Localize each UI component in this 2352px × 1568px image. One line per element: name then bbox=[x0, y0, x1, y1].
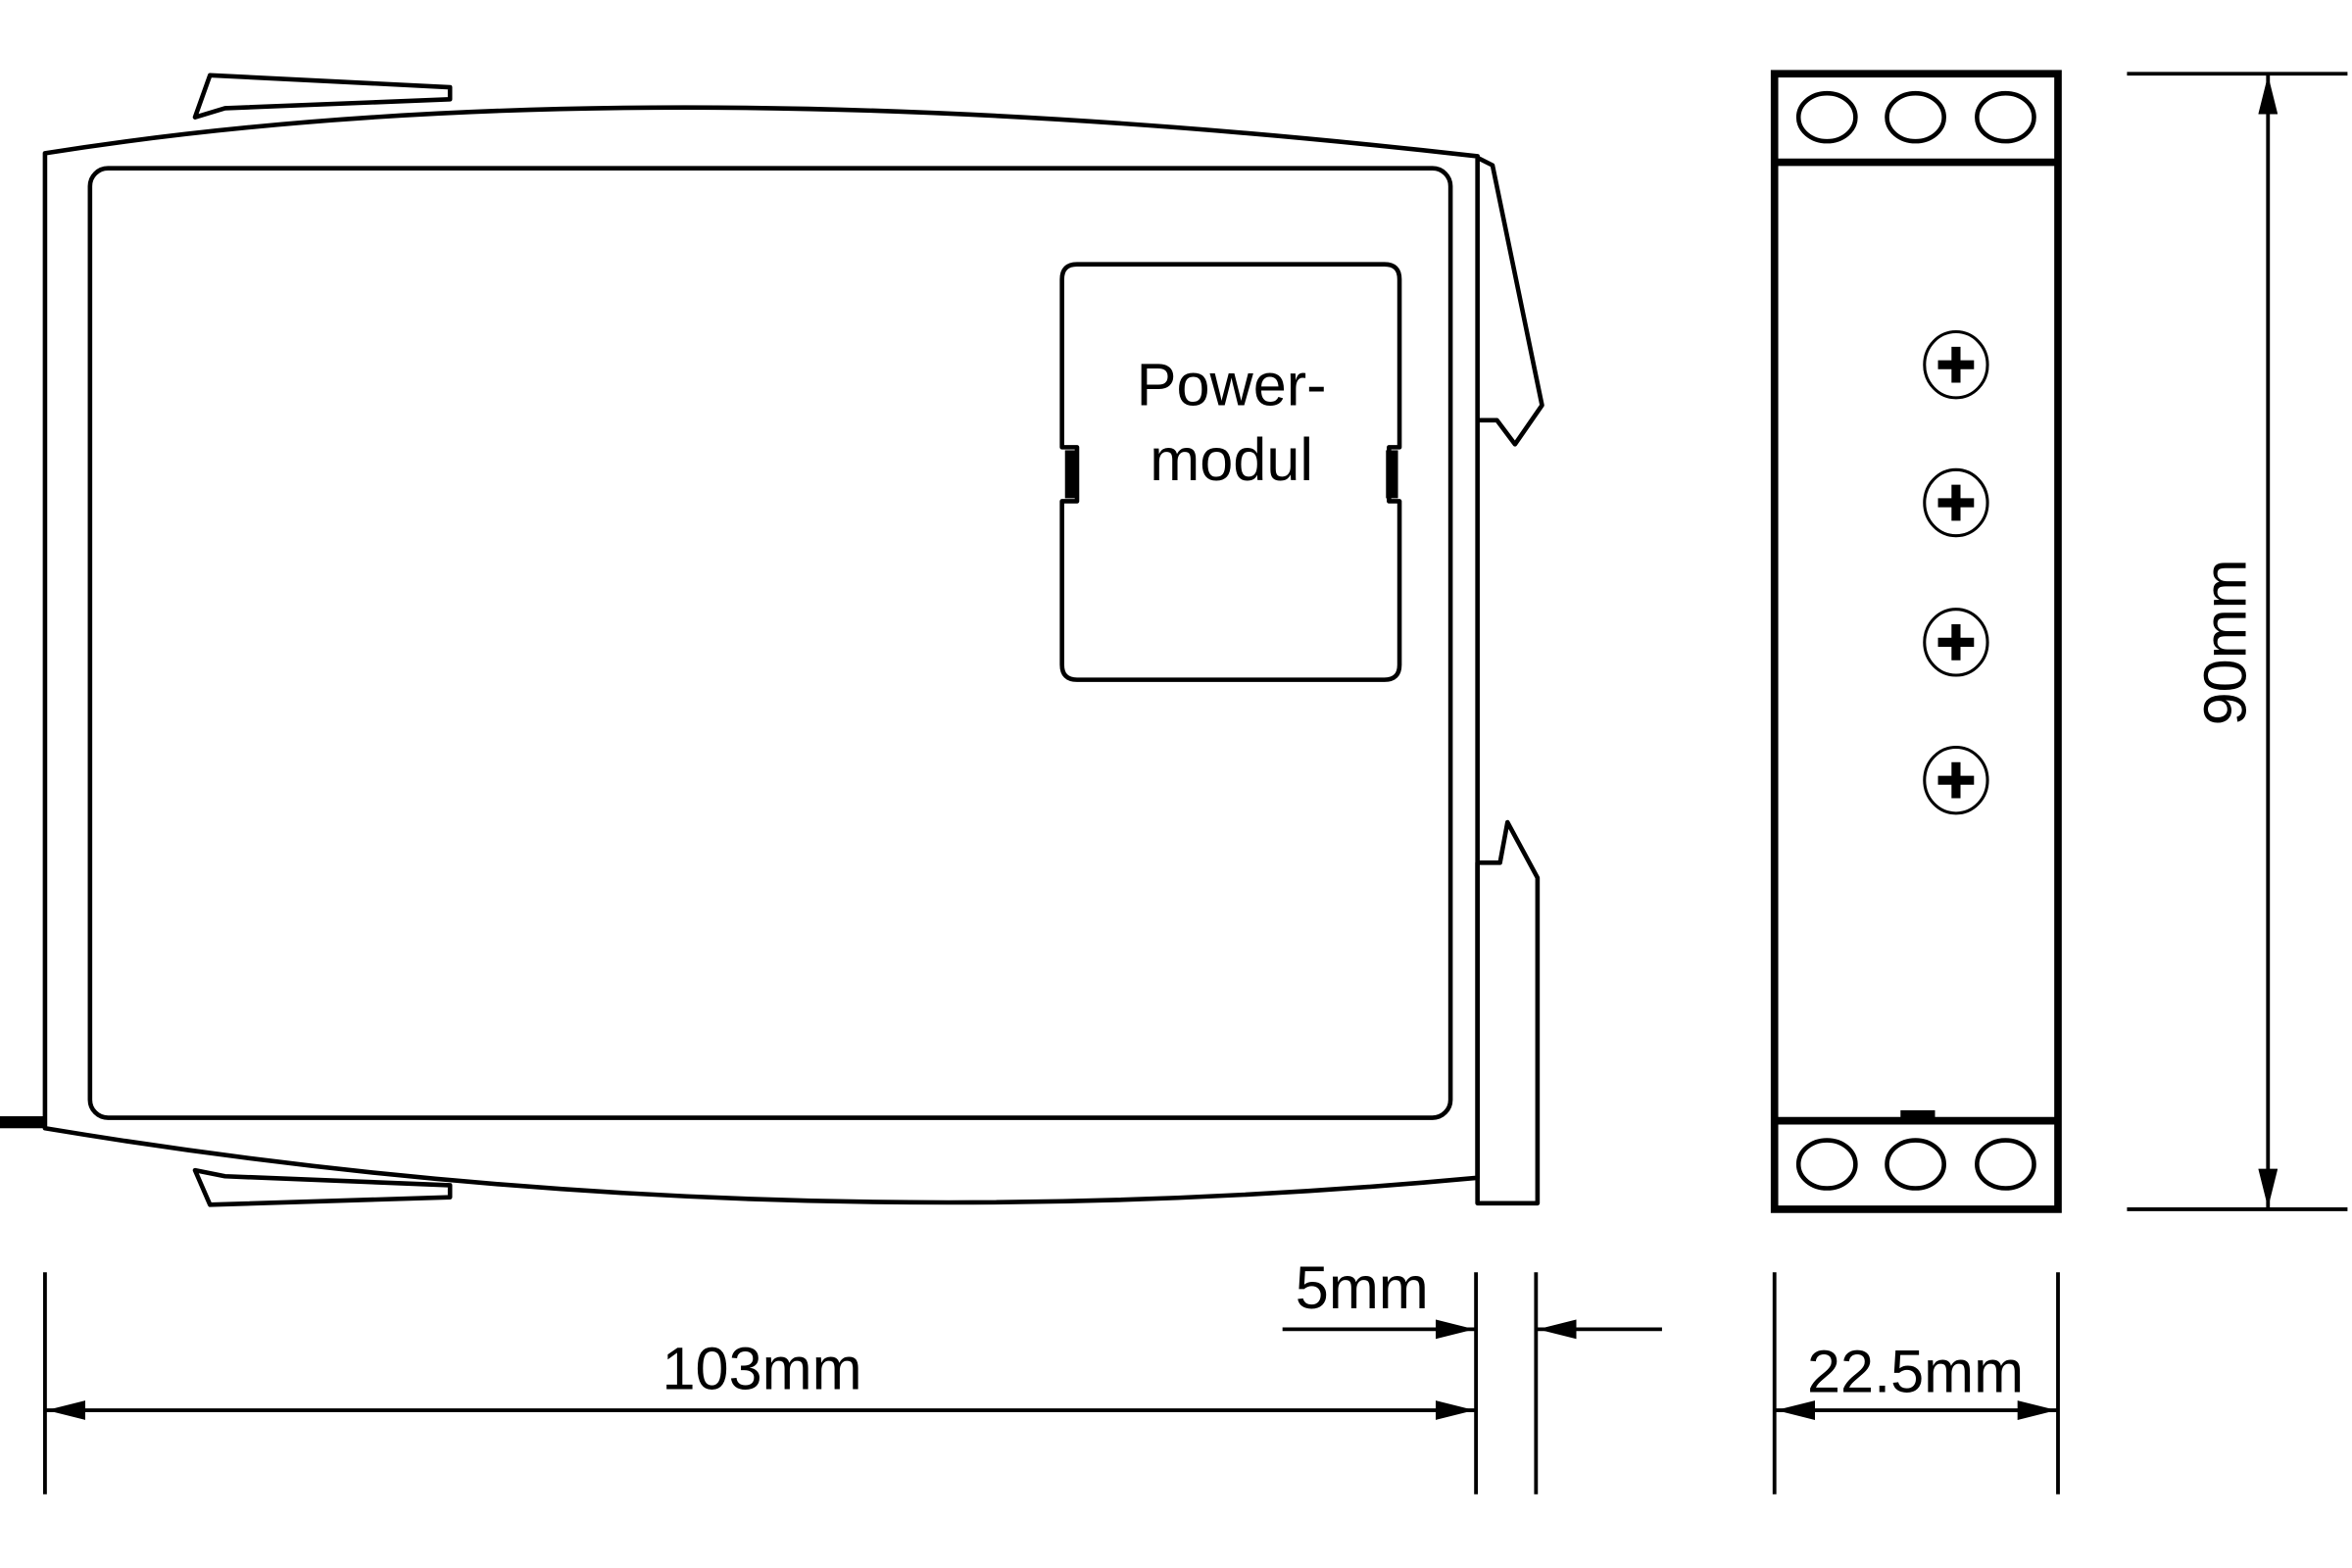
screw-icon bbox=[1923, 329, 1989, 400]
terminals-bottom bbox=[1795, 1138, 2036, 1191]
depth-dimensions: 103mm 5mm bbox=[43, 1254, 1662, 1494]
side-view: Power- modul bbox=[0, 73, 1544, 1207]
clip-label: 5mm bbox=[1296, 1254, 1429, 1321]
housing-outline bbox=[42, 105, 1480, 1205]
terminals-top bbox=[1795, 90, 2036, 144]
screw-icon bbox=[1923, 608, 1989, 677]
height-label: 90mm bbox=[2191, 559, 2258, 725]
din-clip-top bbox=[1476, 155, 1544, 447]
screw-icon bbox=[1923, 467, 1989, 538]
din-clip-bottom bbox=[1475, 819, 1541, 1206]
module-label-line2: modul bbox=[1150, 426, 1313, 493]
width-label: 22.5mm bbox=[1807, 1339, 2024, 1405]
screws bbox=[1923, 329, 1989, 815]
screw-icon bbox=[1923, 745, 1989, 815]
power-module: Power- modul bbox=[1059, 262, 1402, 682]
housing-inner-panel bbox=[87, 166, 1453, 1120]
top-clip bbox=[192, 73, 453, 120]
depth-label: 103mm bbox=[662, 1336, 861, 1402]
height-dimension: 90mm bbox=[2127, 72, 2348, 1211]
width-dimension: 22.5mm bbox=[1772, 1272, 2060, 1494]
cable-stub bbox=[0, 1116, 45, 1129]
bottom-clip bbox=[192, 1167, 453, 1207]
front-view bbox=[1770, 70, 2062, 1213]
module-label-line1: Power- bbox=[1137, 352, 1327, 418]
